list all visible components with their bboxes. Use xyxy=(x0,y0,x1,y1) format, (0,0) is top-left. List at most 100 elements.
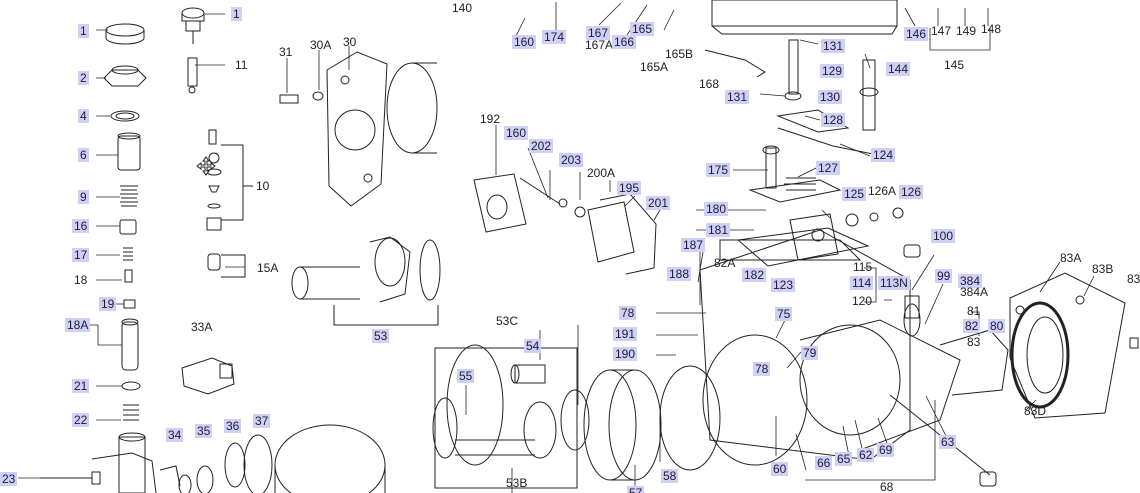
callout-113n[interactable]: 113N xyxy=(878,276,910,290)
mounting-plate-part xyxy=(279,51,438,207)
callout-63[interactable]: 63 xyxy=(939,435,957,449)
callout-140: 140 xyxy=(452,1,473,15)
callout-99[interactable]: 99 xyxy=(935,269,953,283)
callout-174[interactable]: 174 xyxy=(542,30,567,44)
callout-83d: 83D xyxy=(1024,404,1047,418)
callout-167a: 167A xyxy=(585,38,614,52)
callout-21[interactable]: 21 xyxy=(72,379,90,393)
callout-37[interactable]: 37 xyxy=(253,414,271,428)
callout-149: 149 xyxy=(956,24,977,38)
callout-115: 115 xyxy=(853,260,873,274)
callout-6[interactable]: 6 xyxy=(78,148,89,162)
callout-60[interactable]: 60 xyxy=(771,462,789,476)
callout-55[interactable]: 55 xyxy=(457,369,475,383)
callout-384[interactable]: 384 xyxy=(958,274,983,288)
callout-83b: 83B xyxy=(1092,262,1114,276)
callout-1-cap[interactable]: 1 xyxy=(231,7,242,21)
callout-131-lower[interactable]: 131 xyxy=(725,90,750,104)
callout-123[interactable]: 123 xyxy=(771,278,796,292)
callout-160[interactable]: 160 xyxy=(512,35,537,49)
callout-34[interactable]: 34 xyxy=(166,428,184,442)
callout-80[interactable]: 80 xyxy=(988,319,1006,333)
callout-145: 145 xyxy=(944,58,965,72)
move-cursor-icon xyxy=(196,156,216,176)
callout-10: 10 xyxy=(256,179,270,193)
callout-180[interactable]: 180 xyxy=(704,202,729,216)
callout-127[interactable]: 127 xyxy=(816,161,841,175)
callout-53[interactable]: 53 xyxy=(372,329,390,343)
callout-165b: 165B xyxy=(665,47,694,61)
pump-housing-front xyxy=(178,424,386,493)
callout-35[interactable]: 35 xyxy=(195,424,213,438)
callout-181[interactable]: 181 xyxy=(706,223,731,237)
callout-22[interactable]: 22 xyxy=(72,413,90,427)
callout-129[interactable]: 129 xyxy=(820,64,845,78)
governor-parts xyxy=(704,0,904,267)
callout-128[interactable]: 128 xyxy=(821,113,846,127)
callout-191[interactable]: 191 xyxy=(613,327,638,341)
callout-78-lower[interactable]: 78 xyxy=(753,362,771,376)
callout-82[interactable]: 82 xyxy=(963,319,981,333)
callout-188[interactable]: 188 xyxy=(667,267,692,281)
callout-75[interactable]: 75 xyxy=(775,307,793,321)
callout-187[interactable]: 187 xyxy=(681,238,706,252)
callout-126[interactable]: 126 xyxy=(899,185,924,199)
callout-201[interactable]: 201 xyxy=(646,196,671,210)
callout-182[interactable]: 182 xyxy=(742,268,767,282)
callout-167[interactable]: 167 xyxy=(586,26,611,40)
callout-57[interactable]: 57 xyxy=(627,486,645,493)
callout-65[interactable]: 65 xyxy=(835,452,853,466)
callout-69[interactable]: 69 xyxy=(877,443,895,457)
callout-11: 11 xyxy=(235,58,248,72)
callout-175[interactable]: 175 xyxy=(706,163,731,177)
callout-2[interactable]: 2 xyxy=(78,71,89,85)
callout-130[interactable]: 130 xyxy=(818,90,843,104)
callout-384a: 384A xyxy=(960,285,989,299)
callout-1[interactable]: 1 xyxy=(78,24,89,38)
callout-36[interactable]: 36 xyxy=(224,419,242,433)
callout-9[interactable]: 9 xyxy=(78,190,89,204)
callout-17[interactable]: 17 xyxy=(72,248,90,262)
callout-168: 168 xyxy=(699,77,720,91)
end-flange-part xyxy=(889,272,1139,487)
callout-15a: 15A xyxy=(257,261,279,275)
callout-200a: 200A xyxy=(587,166,616,180)
callout-114[interactable]: 114 xyxy=(850,276,874,290)
callout-100[interactable]: 100 xyxy=(931,229,956,243)
callout-83c: 83 xyxy=(1127,272,1140,286)
callout-203[interactable]: 203 xyxy=(559,153,584,167)
callout-54[interactable]: 54 xyxy=(524,339,542,353)
callout-78[interactable]: 78 xyxy=(619,306,637,320)
callout-124[interactable]: 124 xyxy=(871,148,896,162)
drive-shaft-part xyxy=(291,236,441,326)
spring-stack-part xyxy=(40,185,181,493)
callout-30a: 30A xyxy=(310,38,332,52)
callout-195[interactable]: 195 xyxy=(617,181,642,195)
pump-body-main xyxy=(699,229,1009,461)
callout-160-cover[interactable]: 160 xyxy=(504,126,529,140)
callout-166[interactable]: 166 xyxy=(612,35,637,49)
callout-58[interactable]: 58 xyxy=(661,469,679,483)
callout-18a[interactable]: 18A xyxy=(65,318,91,332)
callout-66[interactable]: 66 xyxy=(815,456,833,470)
callout-4[interactable]: 4 xyxy=(78,109,89,123)
inspection-cover-part xyxy=(473,173,657,275)
callout-165[interactable]: 165 xyxy=(630,22,655,36)
callout-19[interactable]: 19 xyxy=(99,297,117,311)
callout-146[interactable]: 146 xyxy=(904,27,929,41)
callout-190[interactable]: 190 xyxy=(613,347,638,361)
callout-125[interactable]: 125 xyxy=(842,187,867,201)
callout-53c: 53C xyxy=(496,314,519,328)
callout-68: 68 xyxy=(880,480,894,493)
callout-23[interactable]: 23 xyxy=(0,472,18,486)
callout-202[interactable]: 202 xyxy=(529,139,554,153)
callout-16[interactable]: 16 xyxy=(72,219,90,233)
callout-144[interactable]: 144 xyxy=(886,62,911,76)
callout-131[interactable]: 131 xyxy=(821,39,846,53)
callout-79[interactable]: 79 xyxy=(801,346,819,360)
callout-62[interactable]: 62 xyxy=(857,448,875,462)
callout-120: 120 xyxy=(852,294,873,308)
callout-30: 30 xyxy=(343,35,357,49)
callout-82a: 82A xyxy=(714,256,736,270)
